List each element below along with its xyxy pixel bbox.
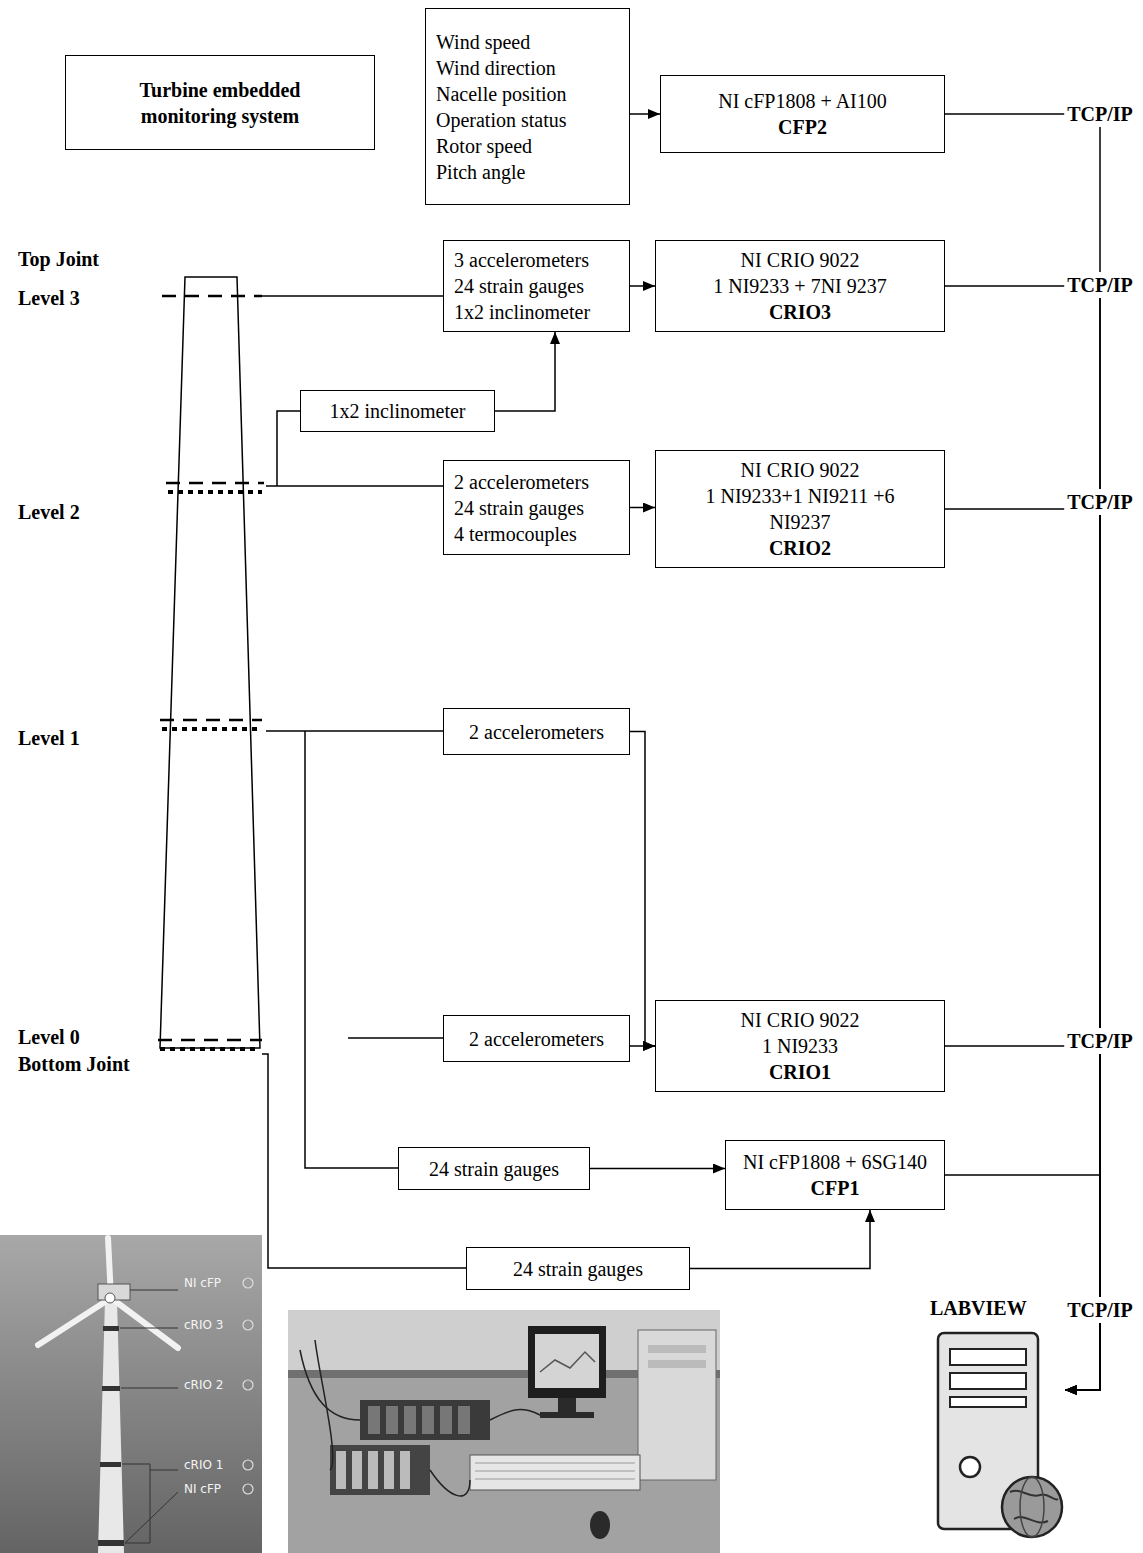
photo-label: cRIO 3 (184, 1318, 223, 1332)
box-text: 2 accelerometers (469, 719, 604, 745)
daq-box: NI CRIO 90221 NI9233CRIO1 (655, 1000, 945, 1092)
photo-label: NI cFP (184, 1276, 221, 1290)
lab-photo (288, 1310, 720, 1553)
box-text: NI CRIO 9022 (741, 1007, 860, 1033)
daq-box: NI CRIO 90221 NI9233 + 7NI 9237CRIO3 (655, 240, 945, 332)
box-text: NI CRIO 9022 (741, 247, 860, 273)
sensor-box: 2 accelerometers24 strain gauges4 termoc… (443, 460, 630, 555)
box-text: Operation status (436, 107, 567, 133)
photo-label: cRIO 1 (184, 1458, 223, 1472)
sensor-box: 24 strain gauges (466, 1247, 690, 1290)
box-text: CRIO1 (769, 1059, 831, 1085)
box-text: Pitch angle (436, 159, 525, 185)
turbine-photo (0, 1235, 262, 1553)
box-text: LABVIEW (930, 1295, 1027, 1321)
connector (630, 285, 655, 287)
protocol-label: TCP/IP (1064, 1297, 1136, 1323)
system-box: Turbine embedded monitoring system (65, 55, 375, 150)
connector (630, 732, 655, 1047)
box-text: 3 accelerometers (454, 247, 589, 273)
daq-box: NI cFP1808 + AI100CFP2 (660, 75, 945, 153)
box-text: CRIO2 (769, 535, 831, 561)
connector (630, 1045, 655, 1047)
box-text: CRIO3 (769, 299, 831, 325)
box-text: 4 termocouples (454, 521, 577, 547)
tower-outline (160, 277, 260, 1048)
box-text: 1 NI9233 (762, 1033, 838, 1059)
box-text: Wind speed (436, 29, 530, 55)
box-text: NI cFP1808 + 6SG140 (743, 1149, 927, 1175)
box-text: NI cFP1808 + AI100 (718, 88, 887, 114)
level-label: Level 2 (18, 500, 80, 524)
protocol-label: TCP/IP (1064, 489, 1136, 515)
connector (945, 1175, 1100, 1390)
box-text: NI CRIO 9022 (741, 457, 860, 483)
box-text: CFP1 (811, 1175, 860, 1201)
level-label: Level 1 (18, 726, 80, 750)
protocol-label: TCP/IP (1064, 1028, 1136, 1054)
connector (630, 507, 655, 509)
box-text: 1 NI9233 + 7NI 9237 (713, 273, 887, 299)
protocol-label: TCP/IP (1064, 272, 1136, 298)
connector (945, 114, 1100, 1390)
computer-illustration (930, 1327, 1065, 1548)
box-text: CFP2 (778, 114, 827, 140)
sensor-box: 2 accelerometers (443, 708, 630, 755)
protocol-label: TCP/IP (1064, 101, 1136, 127)
photo-label: NI cFP (184, 1482, 221, 1496)
level-label: Level 0 (18, 1025, 80, 1049)
connector (945, 286, 1100, 1390)
box-text: 24 strain gauges (454, 495, 584, 521)
box-text: 24 strain gauges (429, 1156, 559, 1182)
connector (630, 113, 660, 115)
joint-label: Top Joint (18, 247, 99, 271)
joint-label: Bottom Joint (18, 1052, 130, 1076)
sensor-box: 2 accelerometers (443, 1015, 630, 1062)
box-text: 1x2 inclinometer (454, 299, 590, 325)
box-text: Turbine embedded monitoring system (115, 77, 325, 129)
photo-label: cRIO 2 (184, 1378, 223, 1392)
connector (590, 1168, 725, 1170)
computer-node: LABVIEW (930, 1295, 1065, 1548)
level-markers (158, 296, 264, 1049)
daq-box: NI cFP1808 + 6SG140CFP1 (725, 1140, 945, 1210)
daq-box: NI CRIO 90221 NI9233+1 NI9211 +6 NI9237C… (655, 450, 945, 568)
sensor-box: 24 strain gauges (398, 1147, 590, 1190)
signal-list-box: Wind speedWind directionNacelle position… (425, 8, 630, 205)
connector (690, 1210, 870, 1269)
sensor-box: 1x2 inclinometer (300, 390, 495, 432)
connector (945, 509, 1100, 1390)
level-label: Level 3 (18, 286, 80, 310)
sensor-wires (262, 296, 466, 1268)
box-text: Rotor speed (436, 133, 532, 159)
sensor-box: 3 accelerometers24 strain gauges1x2 incl… (443, 240, 630, 332)
box-text: Wind direction (436, 55, 556, 81)
box-text: 1 NI9233+1 NI9211 +6 NI9237 (700, 483, 900, 535)
box-text: 24 strain gauges (454, 273, 584, 299)
connector (495, 332, 555, 411)
box-text: 24 strain gauges (513, 1256, 643, 1282)
computer-icon (930, 1327, 1065, 1542)
box-text: 2 accelerometers (469, 1026, 604, 1052)
box-text: 1x2 inclinometer (329, 398, 465, 424)
box-text: Nacelle position (436, 81, 567, 107)
box-text: 2 accelerometers (454, 469, 589, 495)
